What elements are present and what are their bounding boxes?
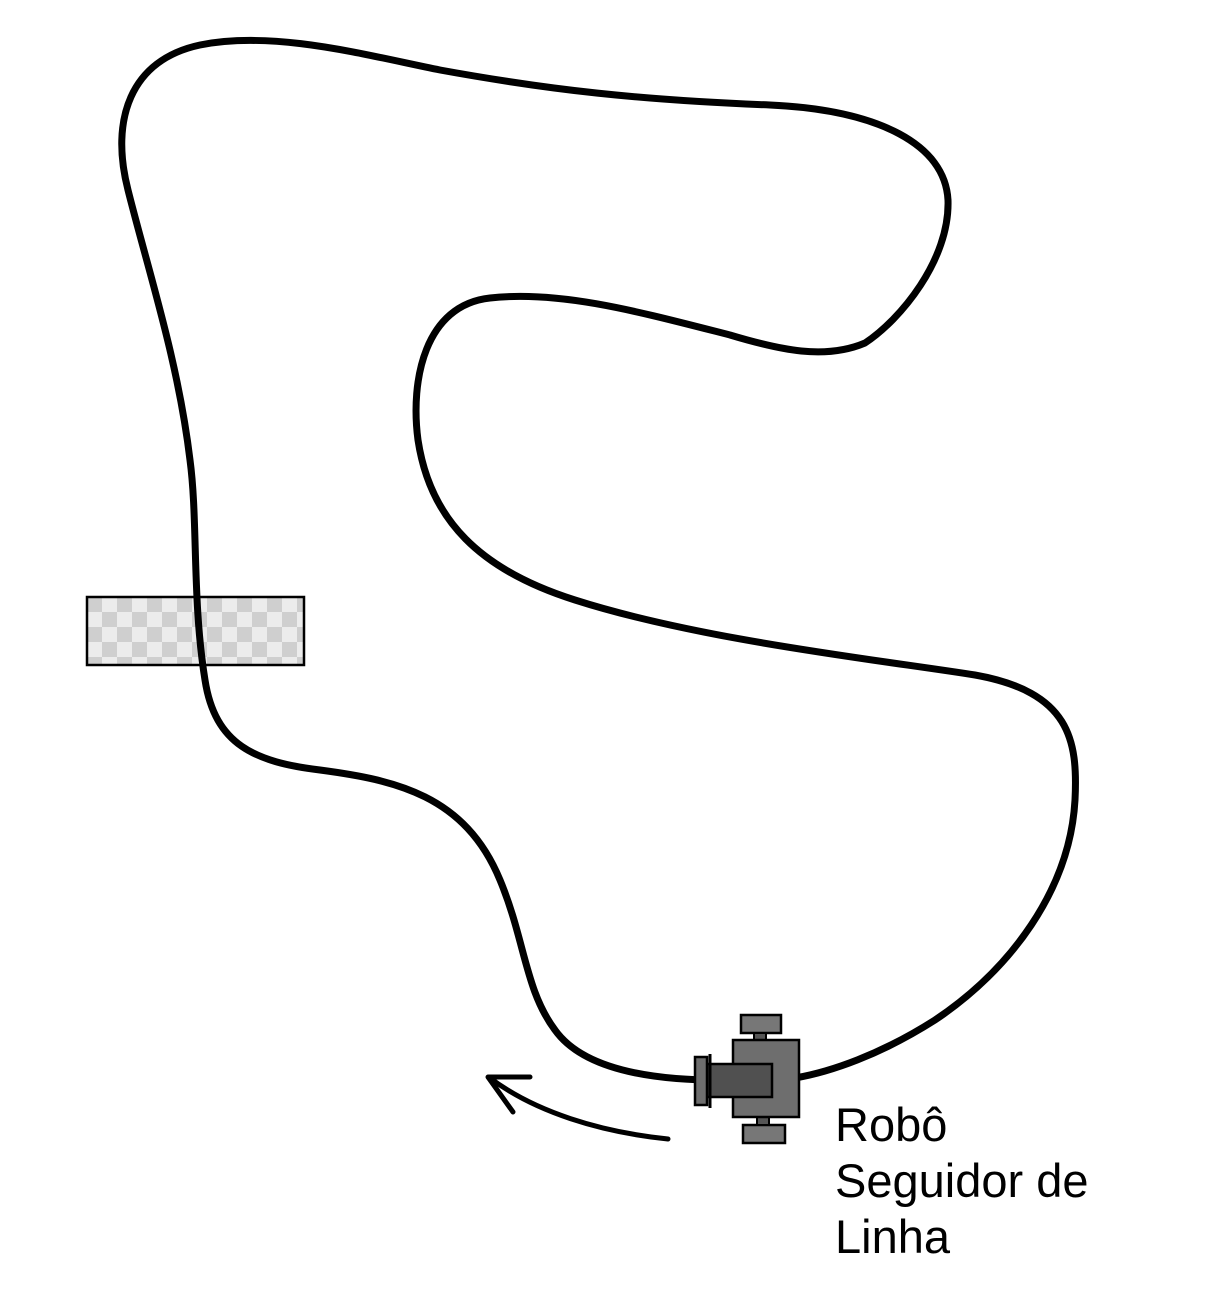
robot-label: Robô Seguidor de Linha: [835, 1097, 1088, 1265]
robot-label-line-2: Seguidor de: [835, 1154, 1089, 1207]
robot-sensor-arm: [700, 1062, 774, 1099]
line-follower-robot-icon: [693, 1013, 801, 1145]
robot-label-line-3: Linha: [835, 1210, 950, 1263]
robot-wheel-top: [739, 1013, 783, 1035]
robot-sensor-bar: [693, 1055, 709, 1107]
direction-arrow-icon: [485, 1074, 671, 1142]
robot-label-line-1: Robô: [835, 1098, 948, 1151]
robot-wheel-bottom: [741, 1123, 787, 1145]
track-line: [118, 36, 1079, 1085]
